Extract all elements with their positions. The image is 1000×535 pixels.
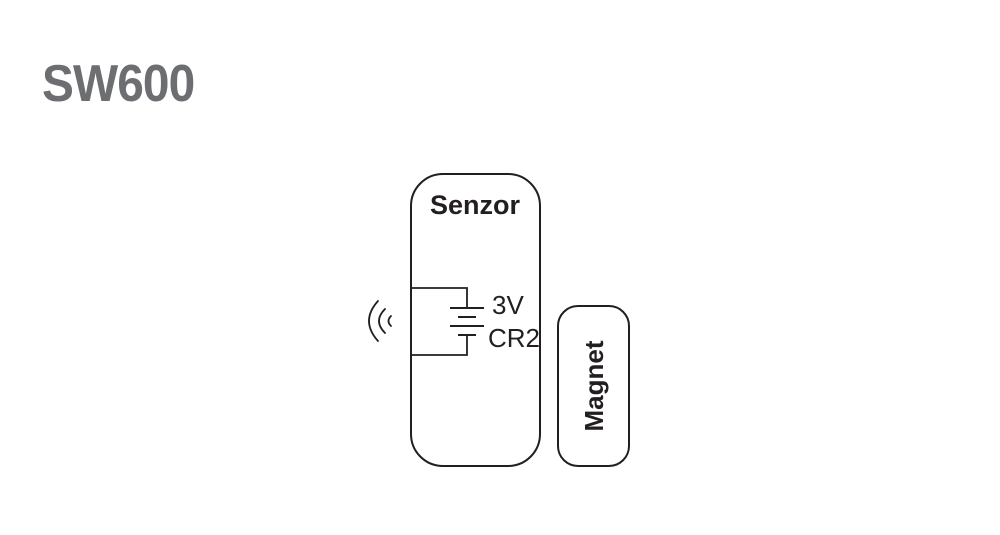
page-title: SW600 — [42, 55, 195, 113]
battery-symbol-icon — [450, 307, 484, 336]
battery-type-label: CR2 — [488, 323, 540, 353]
battery-circuit — [411, 287, 468, 356]
wireless-signal-icon — [368, 300, 392, 342]
circuit-wire-bottom — [411, 335, 468, 356]
circuit-wire-top — [411, 287, 468, 308]
magnet-label: Magnet — [579, 340, 609, 431]
magnet-body — [557, 305, 630, 467]
sensor-label: Senzor — [430, 190, 521, 220]
sensor-body — [410, 173, 541, 467]
battery-voltage-label: 3V — [492, 290, 524, 320]
